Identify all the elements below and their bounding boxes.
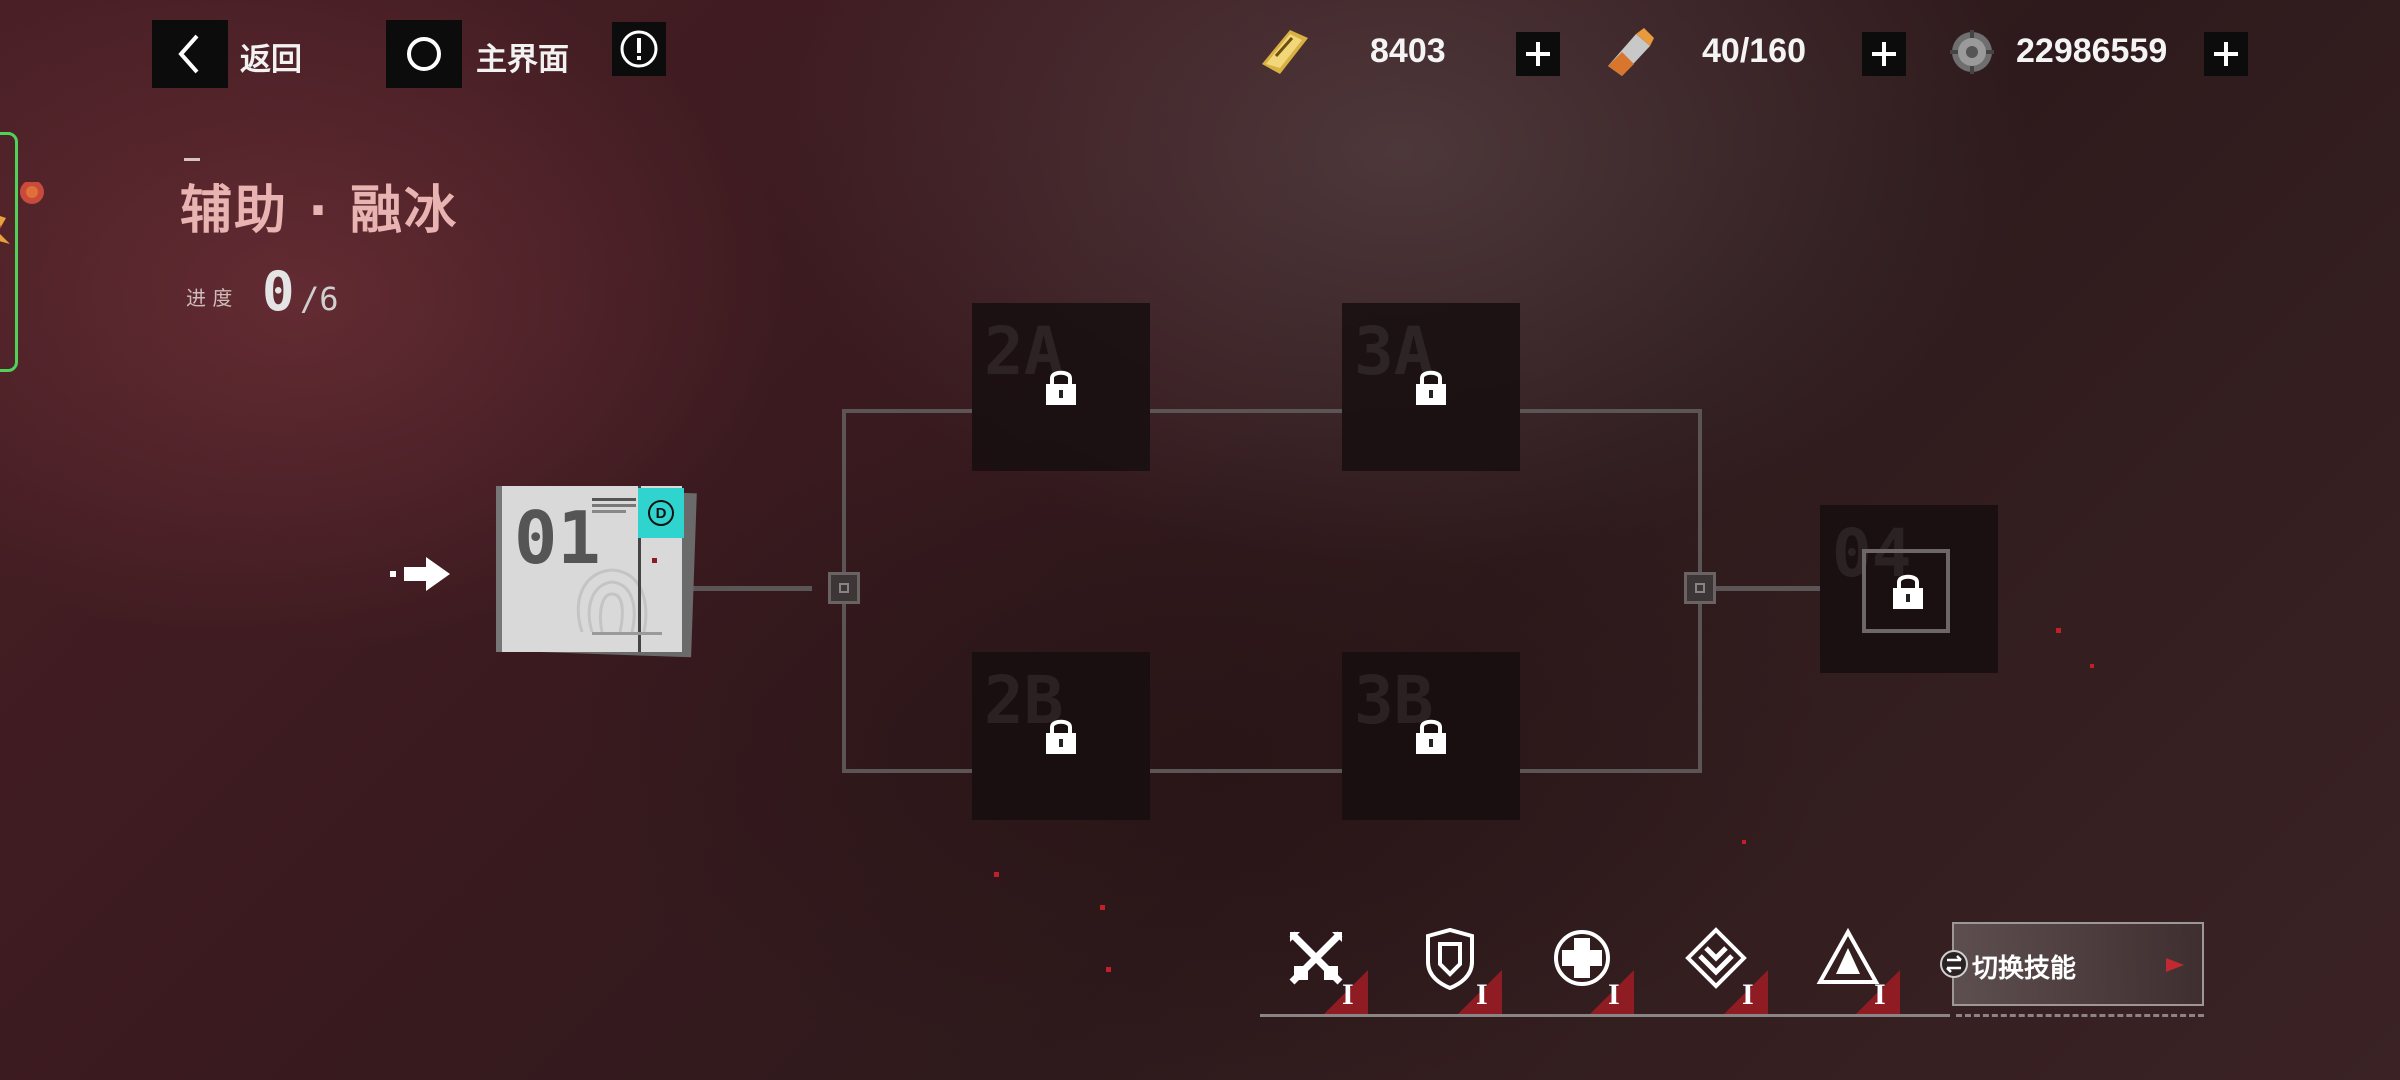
gold-bar-icon xyxy=(1256,26,1314,82)
junction-right xyxy=(1684,572,1716,604)
connector-line xyxy=(842,409,972,413)
play-arrow-icon xyxy=(2166,958,2184,972)
stage-node-3b[interactable]: 3B xyxy=(1342,652,1520,820)
warning-triangle-icon xyxy=(1816,927,1880,984)
card-grade-badge: D xyxy=(638,488,684,538)
lock-icon xyxy=(1416,370,1446,405)
fingerprint-icon xyxy=(576,568,648,633)
add-coin-button[interactable] xyxy=(2204,32,2248,76)
connector-line xyxy=(690,586,812,591)
skill-level: I xyxy=(1874,978,1886,1011)
skill-level-marker xyxy=(1590,970,1634,1014)
chevron-left-icon xyxy=(178,34,199,74)
stage-node-04[interactable]: 04 xyxy=(1820,505,1998,673)
switch-skill-label[interactable]: 切换技能 xyxy=(1972,954,2077,984)
particle xyxy=(994,872,999,877)
gear-coin-icon xyxy=(1948,28,1996,80)
skill-special[interactable] xyxy=(1808,918,1888,998)
add-stamina-button[interactable] xyxy=(1862,32,1906,76)
stage-node-2b[interactable]: 2B xyxy=(972,652,1150,820)
junction-left xyxy=(828,572,860,604)
info-button[interactable] xyxy=(612,22,666,76)
skill-level-marker xyxy=(1856,970,1900,1014)
grade-letter: D xyxy=(648,500,674,526)
skill-level: I xyxy=(1342,978,1354,1011)
progress-label: 进 度 xyxy=(186,286,233,310)
side-bracket xyxy=(0,132,18,372)
skill-support[interactable] xyxy=(1676,918,1756,998)
connector-line xyxy=(1520,409,1702,413)
diamond-chevron-icon xyxy=(1685,927,1747,989)
crossed-swords-icon xyxy=(1289,931,1343,985)
plus-icon xyxy=(2214,42,2238,66)
particle xyxy=(1106,967,1111,972)
home-button[interactable] xyxy=(386,20,462,88)
skill-level: I xyxy=(1742,978,1754,1011)
skill-level-marker xyxy=(1724,970,1768,1014)
progress-current: 0 xyxy=(262,260,295,323)
gold-value: 8403 xyxy=(1370,32,1446,70)
card-number: 01 xyxy=(514,496,601,580)
connector-line xyxy=(1150,769,1342,773)
connector-line xyxy=(842,769,972,773)
title-tick xyxy=(184,158,200,161)
lock-icon xyxy=(1416,719,1446,754)
back-label[interactable]: 返回 xyxy=(240,42,302,78)
skill-attack[interactable] xyxy=(1276,918,1356,998)
progress-total: /6 xyxy=(300,280,339,318)
stage-title: 辅助 · 融冰 xyxy=(180,181,458,241)
exclamation-icon xyxy=(620,30,658,68)
particle xyxy=(2090,664,2094,668)
skill-bar-line xyxy=(1260,1014,1950,1017)
skill-level: I xyxy=(1608,978,1620,1011)
coin-value: 22986559 xyxy=(2016,32,2168,70)
connector-line xyxy=(1150,409,1342,413)
particle xyxy=(1100,905,1105,910)
lock-icon xyxy=(1893,574,1923,609)
skill-level-marker xyxy=(1324,970,1368,1014)
stamina-capsule-icon xyxy=(1600,26,1656,82)
add-gold-button[interactable] xyxy=(1516,32,1560,76)
switch-skill-button[interactable] xyxy=(1940,922,2204,1006)
skill-level-marker xyxy=(1458,970,1502,1014)
particle xyxy=(2056,628,2061,633)
skill-defense[interactable] xyxy=(1410,918,1490,998)
circle-icon xyxy=(407,37,441,71)
side-avatar-icon[interactable] xyxy=(0,180,44,262)
stage-node-3a[interactable]: 3A xyxy=(1342,303,1520,471)
back-button[interactable] xyxy=(152,20,228,88)
plus-icon xyxy=(1526,42,1550,66)
skill-bar-dashes xyxy=(1956,1014,2204,1017)
skill-heal[interactable] xyxy=(1542,918,1622,998)
skill-level: I xyxy=(1476,978,1488,1011)
start-arrow-icon xyxy=(388,554,454,598)
swap-arrow-icon xyxy=(1940,950,1968,978)
medical-cross-icon xyxy=(1554,930,1610,986)
shield-icon xyxy=(1426,927,1474,990)
plus-icon xyxy=(1872,42,1896,66)
home-label[interactable]: 主界面 xyxy=(476,42,569,78)
lock-icon xyxy=(1046,370,1076,405)
lock-icon xyxy=(1046,719,1076,754)
connector-line xyxy=(1520,769,1702,773)
particle xyxy=(1742,840,1746,844)
connector-line xyxy=(1716,586,1820,591)
stamina-value: 40/160 xyxy=(1702,32,1806,70)
stage-node-2a[interactable]: 2A xyxy=(972,303,1150,471)
